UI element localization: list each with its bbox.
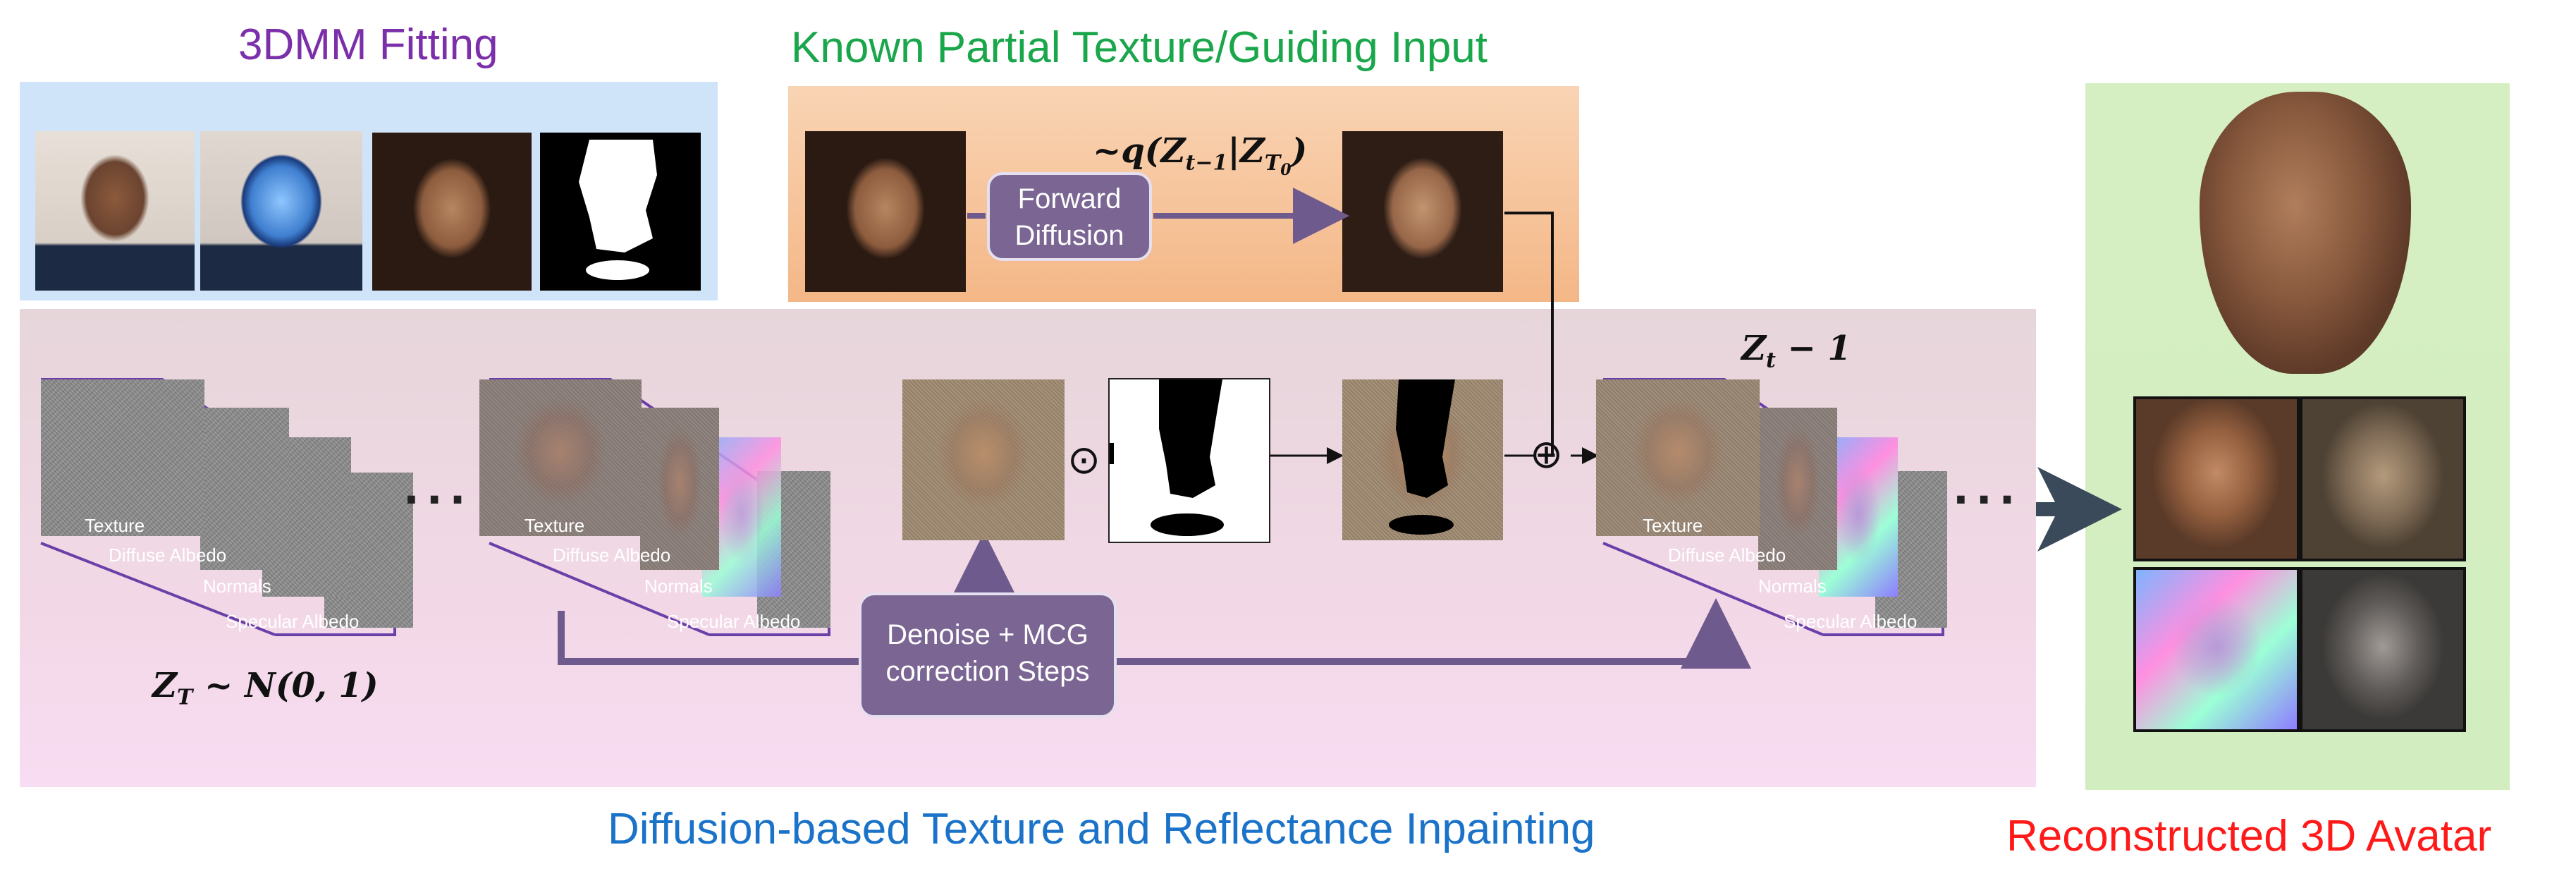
mid-texture-layer <box>479 379 642 536</box>
forward-diffusion-line2: Diffusion <box>1014 220 1124 251</box>
q-expr-text: ~q(Z <box>1093 131 1186 171</box>
mask-shape <box>579 140 657 280</box>
mid-diffuse-label: Diffuse Albedo <box>553 545 671 566</box>
zt1-tail: − 1 <box>1775 329 1851 368</box>
q-sub2: T <box>1264 150 1281 176</box>
ellipsis-left: ··· <box>403 475 473 525</box>
mid-diffuse-layer <box>640 408 719 570</box>
zt1-diffuse-layer <box>1758 408 1837 570</box>
zT-sub: T <box>177 685 193 710</box>
known-texture-noised <box>1342 131 1503 292</box>
zt1-normals-label: Normals <box>1758 576 1827 597</box>
q-sub3: 0 <box>1280 160 1292 179</box>
q-end: ) <box>1291 131 1308 171</box>
mid-specular-label: Specular Albedo <box>667 611 801 632</box>
inverse-mask-shape <box>1110 379 1224 536</box>
zt1-main: Z <box>1741 329 1767 368</box>
zt-normals-label: Normals <box>203 576 271 597</box>
masked-prediction <box>1342 379 1503 540</box>
zt-diffuse-label: Diffuse Albedo <box>109 545 227 566</box>
denoise-mcg-button[interactable]: Denoise + MCG correction Steps <box>859 592 1117 718</box>
zt1-diffuse-label: Diffuse Albedo <box>1668 545 1786 566</box>
mid-texture-label: Texture <box>525 515 585 536</box>
zt-texture-layer <box>41 379 204 536</box>
zt-diffuse-layer <box>200 408 289 570</box>
zt1-sub: t <box>1766 348 1776 373</box>
partial-texture <box>372 133 532 291</box>
mid-normals-label: Normals <box>644 576 713 597</box>
forward-diffusion-button[interactable]: Forward Diffusion <box>987 172 1152 261</box>
zT-tail: ~ N(0, 1) <box>192 666 379 705</box>
zt1-specular-label: Specular Albedo <box>1784 611 1918 632</box>
fitted-mesh <box>200 131 362 291</box>
ellipsis-right: ··· <box>1953 475 2023 525</box>
denoise-line2: correction Steps <box>885 656 1090 687</box>
zt-texture-label: Texture <box>85 515 145 536</box>
q-sub1: t−1 <box>1185 150 1228 176</box>
avatar-title: Reconstructed 3D Avatar <box>2006 812 2492 860</box>
odot-operator: ⊙ <box>1067 437 1100 483</box>
zT-label: ZT ~ N(0, 1) <box>152 666 379 710</box>
visibility-mask <box>540 133 701 291</box>
oplus-operator: ⊕ <box>1530 432 1563 477</box>
zt1-label: Zt − 1 <box>1741 329 1851 373</box>
zt1-texture-layer <box>1596 379 1760 536</box>
fitting-title: 3DMM Fitting <box>238 20 498 69</box>
avatar-head <box>2200 92 2411 374</box>
masked-region <box>1389 379 1455 535</box>
denoise-line1: Denoise + MCG <box>887 619 1088 650</box>
q-expression: ~q(Zt−1|ZT0) <box>1093 131 1307 179</box>
inverse-mask <box>1108 378 1270 543</box>
avatar-diffuse-albedo <box>2300 396 2466 561</box>
input-photo <box>35 131 195 291</box>
zt-specular-label: Specular Albedo <box>226 611 360 632</box>
zt1-texture-label: Texture <box>1643 515 1703 536</box>
forward-diffusion-line1: Forward <box>1017 183 1122 214</box>
zT-main: Z <box>152 666 178 705</box>
avatar-specular-albedo <box>2300 567 2466 732</box>
avatar-texture <box>2133 396 2300 561</box>
avatar-normals <box>2133 567 2300 732</box>
inpainting-title: Diffusion-based Texture and Reflectance … <box>608 805 1595 853</box>
predicted-texture <box>902 379 1065 540</box>
q-mid: |Z <box>1227 131 1265 171</box>
known-texture-input <box>805 131 966 292</box>
known-title: Known Partial Texture/Guiding Input <box>791 23 1488 72</box>
